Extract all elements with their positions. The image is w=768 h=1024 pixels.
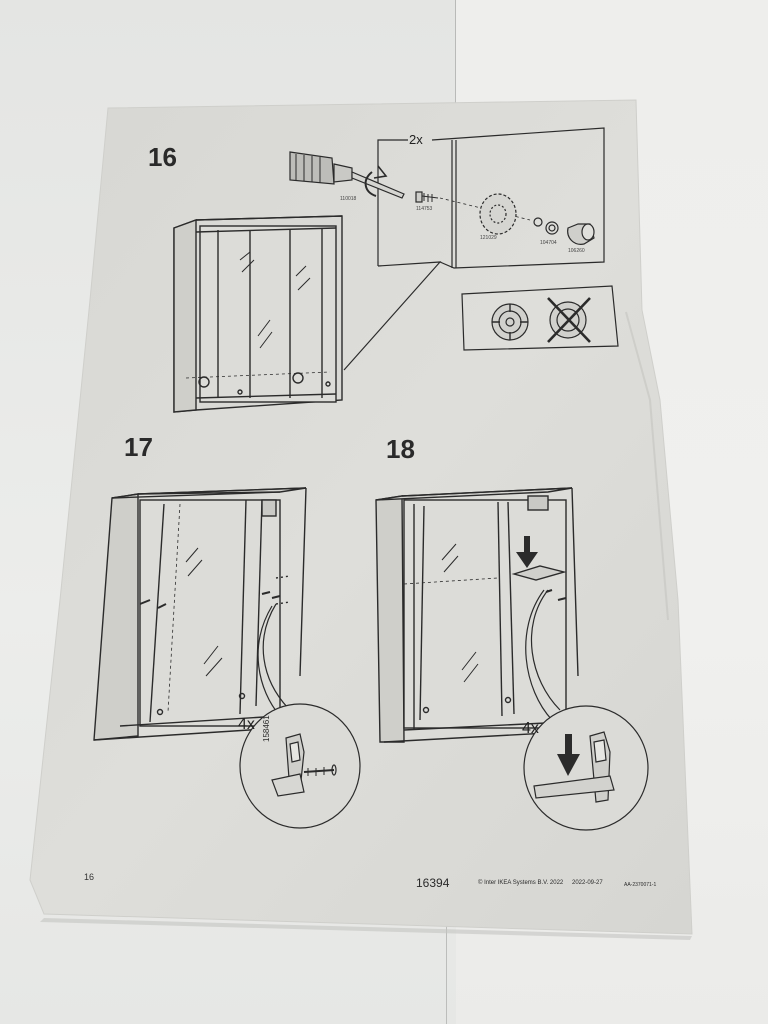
step18-down-arrow [516, 536, 538, 568]
screw-icon [415, 191, 439, 203]
footer-copyright: © Inter IKEA Systems B.V. 2022 [478, 880, 564, 886]
part-number-screwdriver: 110018 [340, 196, 357, 202]
step-number-17: 17 [124, 432, 153, 462]
cam-lock-icon [479, 193, 517, 235]
correct-incorrect-box [461, 285, 619, 351]
knob-icon [567, 223, 595, 245]
incorrect-cam-icon [547, 297, 591, 343]
step17-detail-callout [239, 603, 361, 829]
part-number-knob: 106260 [568, 248, 585, 254]
footer-doc-code: AA-2370071-1 [624, 882, 657, 888]
step-number-16: 16 [148, 142, 177, 172]
correct-cam-icon [491, 303, 529, 341]
table-seam [455, 0, 456, 110]
footer-product-code: 16394 [416, 876, 450, 890]
step-number-18: 18 [386, 434, 415, 464]
part-number-cam: 121029 [480, 235, 497, 241]
screwdriver-icon [289, 151, 405, 199]
step17-quantity: 4x [238, 716, 255, 733]
table-seam-lower [446, 918, 447, 1024]
step17-part-number: 158461 [262, 715, 271, 742]
step18-quantity: 4x [522, 720, 539, 737]
step16-cabinet-illustration [173, 215, 343, 413]
step18-detail-arrow [557, 734, 580, 776]
step17-cabinet-illustration [93, 487, 307, 741]
step18-cabinet-illustration [375, 487, 579, 743]
part-number-washer: 104704 [540, 240, 557, 246]
washer-icon [533, 217, 543, 227]
step18-detail-callout [523, 589, 649, 831]
step16-quantity: 2x [409, 132, 423, 147]
footer-page-number: 16 [84, 872, 95, 882]
shelf-pin-icon [271, 733, 337, 797]
part-number-screw: 114753 [416, 206, 433, 212]
footer-date: 2022-09-27 [572, 880, 603, 886]
shelf-on-pin-icon [533, 731, 615, 803]
step16-detail-box [289, 127, 605, 269]
